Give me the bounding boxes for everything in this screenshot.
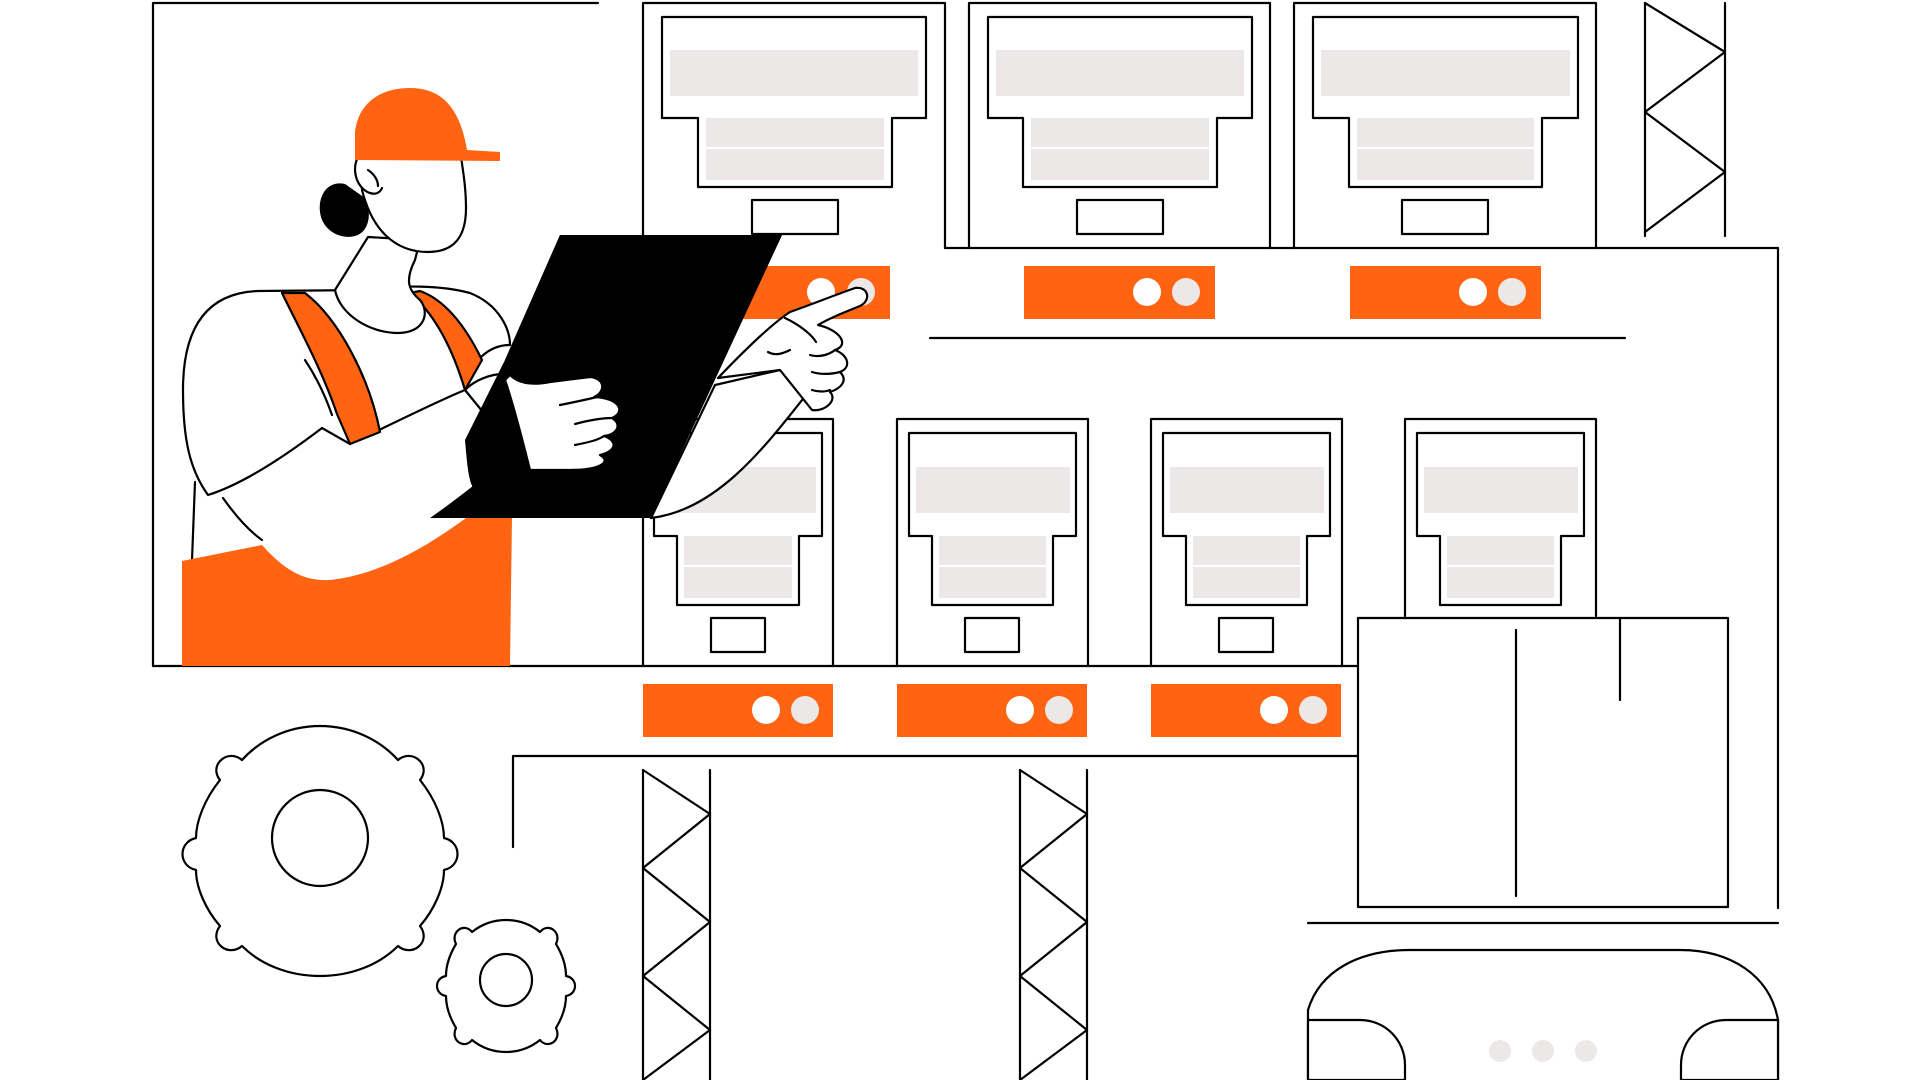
monitor-top-3 xyxy=(1292,1,1598,250)
truss-bottom-middle xyxy=(1018,768,1089,1080)
status-panel-bottom-3 xyxy=(1151,684,1341,737)
status-panel-bottom-1 xyxy=(643,684,833,737)
status-panel-top-2 xyxy=(1024,266,1215,319)
gear-icon xyxy=(181,724,459,978)
status-panel-bottom-2 xyxy=(897,684,1087,737)
top-monitor-row xyxy=(641,1,1598,250)
monitor-top-1 xyxy=(641,1,947,250)
truss-top-right xyxy=(1643,1,1727,238)
gear-small-icon xyxy=(435,918,577,1054)
monitor-bottom-2 xyxy=(895,417,1090,668)
status-panel-top-3 xyxy=(1350,266,1541,319)
box-icon xyxy=(1356,616,1730,909)
bottom-status-panels xyxy=(643,684,1341,737)
monitor-bottom-4 xyxy=(1403,417,1598,618)
monitor-bottom-3 xyxy=(1149,417,1344,668)
truss-bottom-left xyxy=(641,768,712,1080)
robot-icon xyxy=(1306,948,1780,1080)
hard-hat-icon xyxy=(355,88,500,161)
monitor-top-2 xyxy=(967,1,1272,250)
bottom-monitor-row xyxy=(641,417,1598,668)
worker-figure xyxy=(181,88,869,666)
